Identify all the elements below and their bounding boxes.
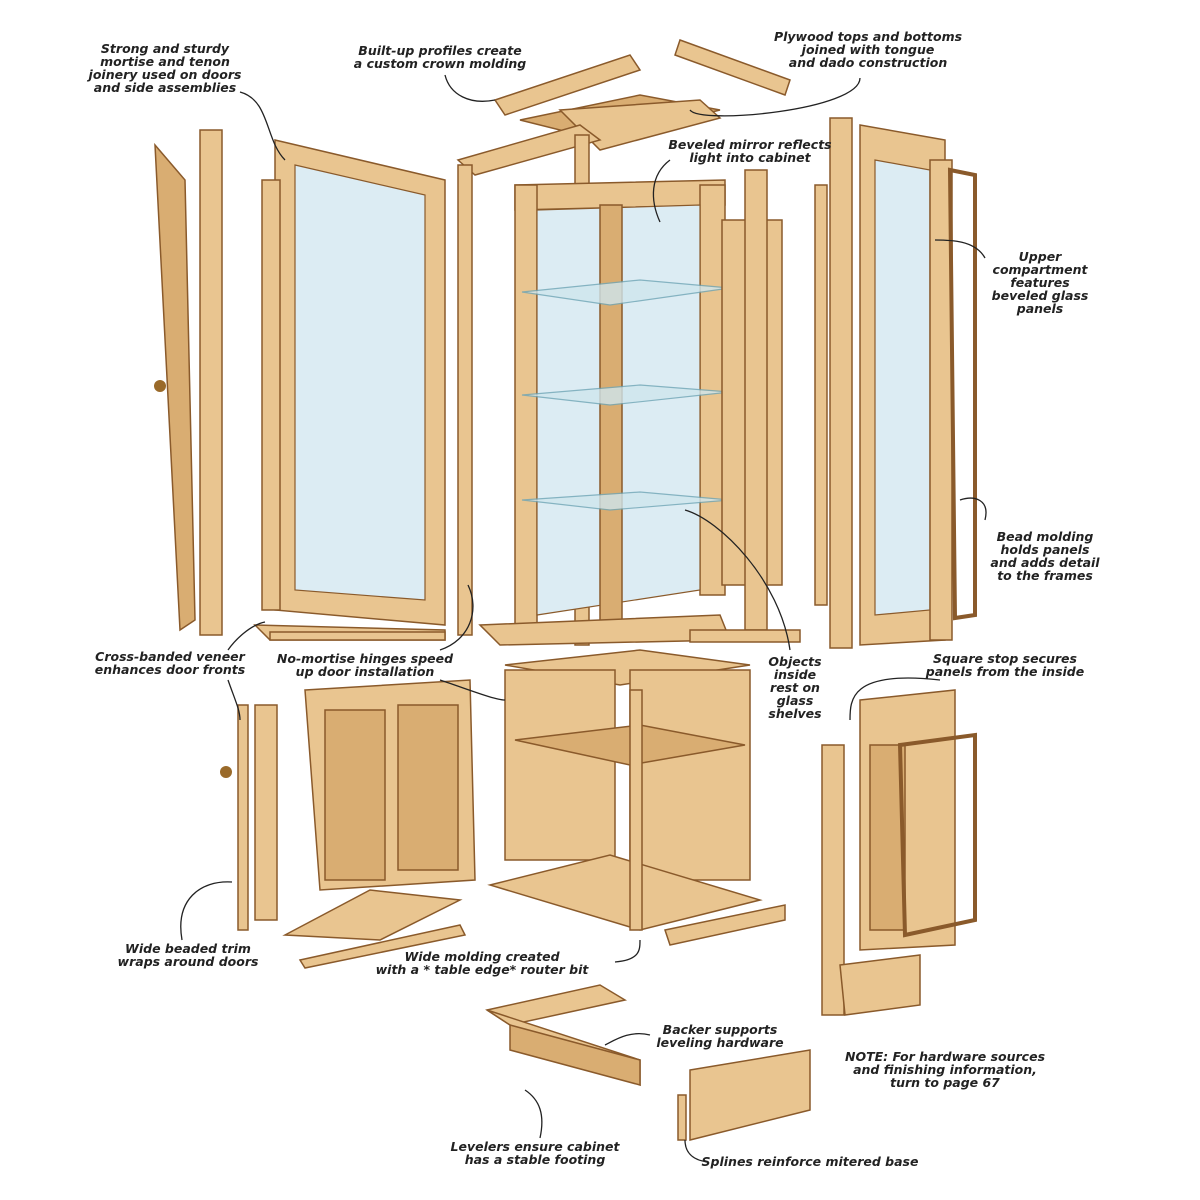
callout-line: beveled glass (991, 288, 1089, 303)
callout-line: mortise and tenon (100, 54, 230, 69)
callout-square-stop: Square stop secures panels from the insi… (926, 652, 1084, 678)
mitered-base (485, 984, 811, 1141)
callout-line: NOTE: For hardware sources (844, 1049, 1046, 1064)
callout-line: to the frames (997, 568, 1093, 583)
lower-case (487, 649, 786, 946)
leader-lines (180, 74, 987, 1163)
note: NOTE: For hardware sources and finishing… (845, 1050, 1045, 1089)
callout-beaded-trim: Wide beaded trim wraps around doors (118, 942, 259, 968)
callout-line: Objects (768, 654, 822, 669)
callout-veneer: Cross-banded veneer enhances door fronts (95, 650, 245, 676)
callout-backer: Backer supports leveling hardware (656, 1023, 783, 1049)
lower-right-side (821, 689, 977, 1016)
callout-line: and adds detail (990, 555, 1100, 570)
callout-line: up door installation (295, 664, 435, 679)
callout-hinges: No-mortise hinges speed up door installa… (277, 652, 453, 678)
callout-line: Bead molding (996, 529, 1094, 544)
upper-case (456, 124, 801, 646)
callout-line: Wide beaded trim (125, 941, 251, 956)
callout-mirror: Beveled mirror reflects light into cabin… (668, 138, 831, 164)
callout-line: Upper (1018, 249, 1062, 264)
callout-line: Backer supports (662, 1022, 778, 1037)
callout-line: features (1010, 275, 1070, 290)
upper-left-side (154, 129, 223, 636)
callout-upper-compartment: Upper compartment features beveled glass… (992, 250, 1089, 315)
callout-line: Plywood tops and bottoms (773, 29, 963, 44)
callout-line: rest on (770, 680, 820, 695)
callout-line: Beveled mirror reflects (668, 137, 832, 152)
callout-line: glass (776, 693, 814, 708)
callout-line: shelves (768, 706, 822, 721)
callout-line: and dado construction (788, 55, 948, 70)
upper-right-side (814, 117, 977, 649)
callout-line: enhances door fronts (94, 662, 246, 677)
callout-line: Wide molding created (404, 949, 560, 964)
callout-line: turn to page 67 (890, 1075, 1000, 1090)
knob-icon (220, 766, 232, 778)
callout-splines: Splines reinforce mitered base (702, 1155, 919, 1168)
callout-line: joined with tongue (801, 42, 935, 57)
callout-crown-molding: Built-up profiles create a custom crown … (354, 44, 526, 70)
callout-plywood: Plywood tops and bottoms joined with ton… (774, 30, 962, 69)
callout-line: Splines reinforce mitered base (701, 1154, 919, 1169)
knob-icon (154, 380, 166, 392)
callout-line: and finishing information, (853, 1062, 1037, 1077)
callout-line: panels (1016, 301, 1064, 316)
callout-line: No-mortise hinges speed (276, 651, 454, 666)
callout-line: wraps around doors (117, 954, 259, 969)
callout-line: Strong and sturdy (100, 41, 230, 56)
callout-line: has a stable footing (464, 1152, 606, 1167)
callout-bead-molding: Bead molding holds panels and adds detai… (990, 530, 1099, 582)
callout-joinery: Strong and sturdy mortise and tenon join… (89, 42, 242, 94)
callout-line: a custom crown molding (353, 56, 527, 71)
callout-line: compartment (992, 262, 1088, 277)
callout-line: and side assemblies (93, 80, 237, 95)
callout-line: inside (773, 667, 817, 682)
callout-wide-molding: Wide molding created with a * table edge… (376, 950, 589, 976)
upper-left-door (253, 139, 446, 641)
callout-line: Square stop secures (933, 651, 1077, 666)
callout-line: holds panels (1000, 542, 1090, 557)
callout-levelers: Levelers ensure cabinet has a stable foo… (451, 1140, 620, 1166)
callout-line: Levelers ensure cabinet (450, 1139, 620, 1154)
callout-line: Built-up profiles create (358, 43, 522, 58)
callout-line: Cross-banded veneer (95, 649, 245, 664)
callout-line: light into cabinet (689, 150, 811, 165)
callout-objects: Objects inside rest on glass shelves (768, 655, 821, 720)
crown-molding (493, 39, 791, 151)
callout-line: with a * table edge* router bit (375, 962, 589, 977)
lower-left-door (220, 679, 476, 969)
callout-line: leveling hardware (656, 1035, 784, 1050)
callout-line: joinery used on doors (88, 67, 242, 82)
callout-line: panels from the inside (925, 664, 1085, 679)
